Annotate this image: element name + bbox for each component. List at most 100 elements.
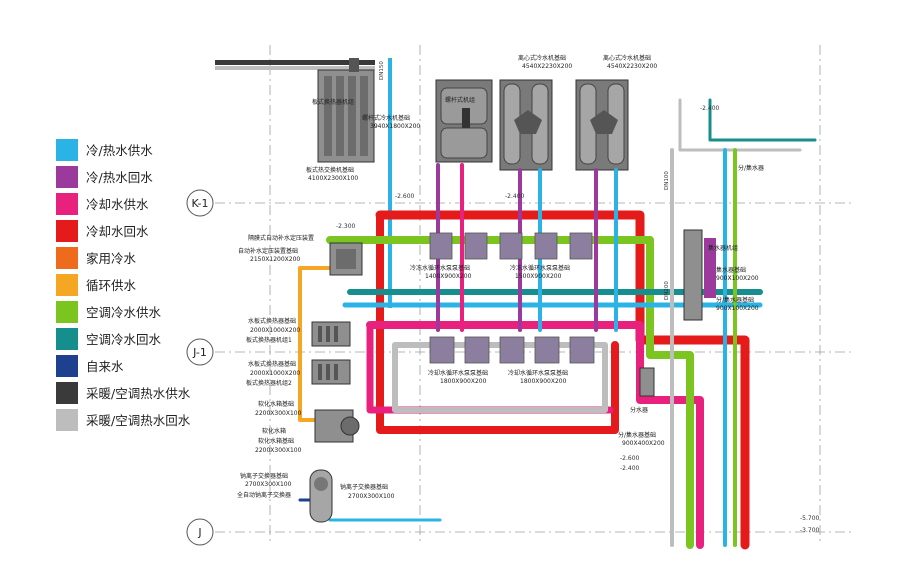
equipment-label: 分/集水器 [738, 164, 764, 172]
water-plate-hx-2 [311, 359, 351, 385]
legend-label: 冷/热水供水 [86, 143, 153, 158]
legend-swatch [56, 165, 78, 188]
chw-riser-pipe [388, 58, 392, 308]
elevation-labels: -2.600 -2.300 -2.400 -2.400 -5.700 -3.70… [336, 105, 820, 534]
equipment-label: 板式换热器机组1 [246, 336, 292, 344]
soft-water-tank [314, 409, 360, 443]
equipment-label: 2700X300X100 [245, 481, 292, 488]
legend-label: 空调冷水供水 [86, 305, 162, 320]
elevation-label: -2.400 [700, 105, 720, 112]
legend-item: 采暖/空调热水供水 [56, 379, 206, 406]
centrifugal-chiller-2 [575, 79, 629, 171]
legend-item: 冷/热水供水 [56, 136, 206, 163]
elevation-label: -2.600 [620, 455, 640, 462]
equipment-label: 2000X1000X200 [250, 370, 300, 377]
legend-item: 空调冷水回水 [56, 325, 206, 352]
legend-swatch [56, 246, 78, 269]
pump [464, 232, 488, 260]
legend-swatch [56, 381, 78, 404]
dn-labels: DN150 DN100 DN200 [379, 61, 670, 300]
screw-chiller [435, 79, 493, 163]
pump [429, 232, 453, 260]
legend-swatch [56, 192, 78, 215]
equipment-label: 冷却水循环水泵泵基础 [428, 369, 488, 377]
equipment-label: 2000X1000X200 [250, 327, 300, 334]
legend-label: 采暖/空调热水回水 [86, 413, 191, 428]
water-plate-hx-1 [311, 321, 351, 347]
top-right-teal [708, 98, 817, 142]
pump [569, 336, 595, 364]
legend-item: 家用冷水 [56, 244, 206, 271]
equipment-label: 软化水箱基础 [258, 437, 294, 445]
grid-label-k1: K-1 [191, 197, 208, 210]
collector-device [683, 229, 716, 321]
pump [534, 336, 560, 364]
pump [534, 232, 558, 260]
equipment-labels: 板式换热器机组 板式热交换机基础 4100X2300X100 螺杆式冷水机基础 … [237, 54, 764, 500]
grid-bubble-k1: K-1 [186, 189, 214, 217]
equipment-label: 集水器机组 [708, 244, 738, 252]
equipment-label: 分水器 [630, 406, 648, 414]
elevation-label: -5.700 [800, 515, 820, 522]
equipment-label: 2200X300X100 [255, 410, 302, 417]
legend-label: 冷/热水回水 [86, 170, 153, 185]
legend-label: 采暖/空调热水供水 [86, 386, 191, 401]
equipment-label: 全自动钠离子交换器 [237, 491, 291, 499]
equipment-label: 板式换热器机组 [312, 98, 354, 106]
equipment-label: 1800X900X200 [520, 378, 567, 385]
equipment-label: 2700X300X100 [348, 493, 395, 500]
heating-supply-pipe [215, 60, 375, 65]
equipment-label: 2150X1200X200 [250, 256, 300, 263]
legend-swatch [56, 138, 78, 161]
legend-item: 采暖/空调热水回水 [56, 406, 206, 433]
pump [499, 336, 525, 364]
chw-pumps [429, 232, 593, 260]
elevation-label: -2.400 [620, 465, 640, 472]
equipment-label: 钠离子交换器基础 [240, 472, 288, 480]
elevation-label: -2.400 [505, 193, 525, 200]
legend-label: 自来水 [86, 359, 124, 374]
elevation-label: -2.300 [336, 223, 356, 230]
equipment-label: 3940X1800X200 [370, 123, 420, 130]
equipment-label: 自动补水定压装置基础 [238, 247, 298, 255]
elevation-label: -3.700 [800, 527, 820, 534]
equipment-label: 分/集水器基础 [716, 296, 754, 304]
top-right-branch [678, 98, 802, 152]
equipment-label: 水板式换热器基础 [248, 317, 296, 325]
legend-item: 冷却水供水 [56, 190, 206, 217]
legend-label: 家用冷水 [86, 251, 137, 266]
legend-label: 空调冷水回水 [86, 332, 162, 347]
equipment-label: 1500X900X200 [515, 273, 562, 280]
equipment-label: 隔膜式自动补水定压装置 [248, 234, 314, 242]
legend-swatch [56, 327, 78, 350]
elevation-label: -2.600 [395, 193, 415, 200]
equipment-label: 板式热交换机基础 [306, 166, 354, 174]
equipment-label: 冷冻水循环水泵泵基础 [410, 264, 470, 272]
circulation-supply [298, 266, 332, 422]
dn-label: DN200 [664, 281, 670, 300]
cw-pumps [429, 336, 595, 364]
legend-item: 自来水 [56, 352, 206, 379]
equipment-label: 螺杆式冷水机基础 [362, 114, 410, 122]
equipment-label: 900X100X200 [716, 275, 759, 282]
legend-item: 循环供水 [56, 271, 206, 298]
equipment-label: 冷冻水循环水泵泵基础 [510, 264, 570, 272]
equipment-label: 4540X2230X200 [522, 63, 572, 70]
legend-item: 空调冷水供水 [56, 298, 206, 325]
legend-item: 冷/热水回水 [56, 163, 206, 190]
equipment-label: 分/集水器基础 [618, 431, 656, 439]
legend-swatch [56, 300, 78, 323]
plate-hx-unit [317, 58, 375, 163]
dn-label: DN100 [664, 171, 670, 190]
equipment-label: 板式换热器机组2 [246, 379, 292, 387]
sodium-exchanger [309, 469, 333, 523]
distributor-device [639, 367, 655, 397]
legend-label: 冷却水供水 [86, 197, 149, 212]
legend-swatch [56, 408, 78, 431]
dn-label: DN150 [379, 61, 385, 80]
pump [464, 336, 490, 364]
equipment-label: 冷却水循环水泵泵基础 [508, 369, 568, 377]
equipment-label: 1400X900X200 [425, 273, 472, 280]
